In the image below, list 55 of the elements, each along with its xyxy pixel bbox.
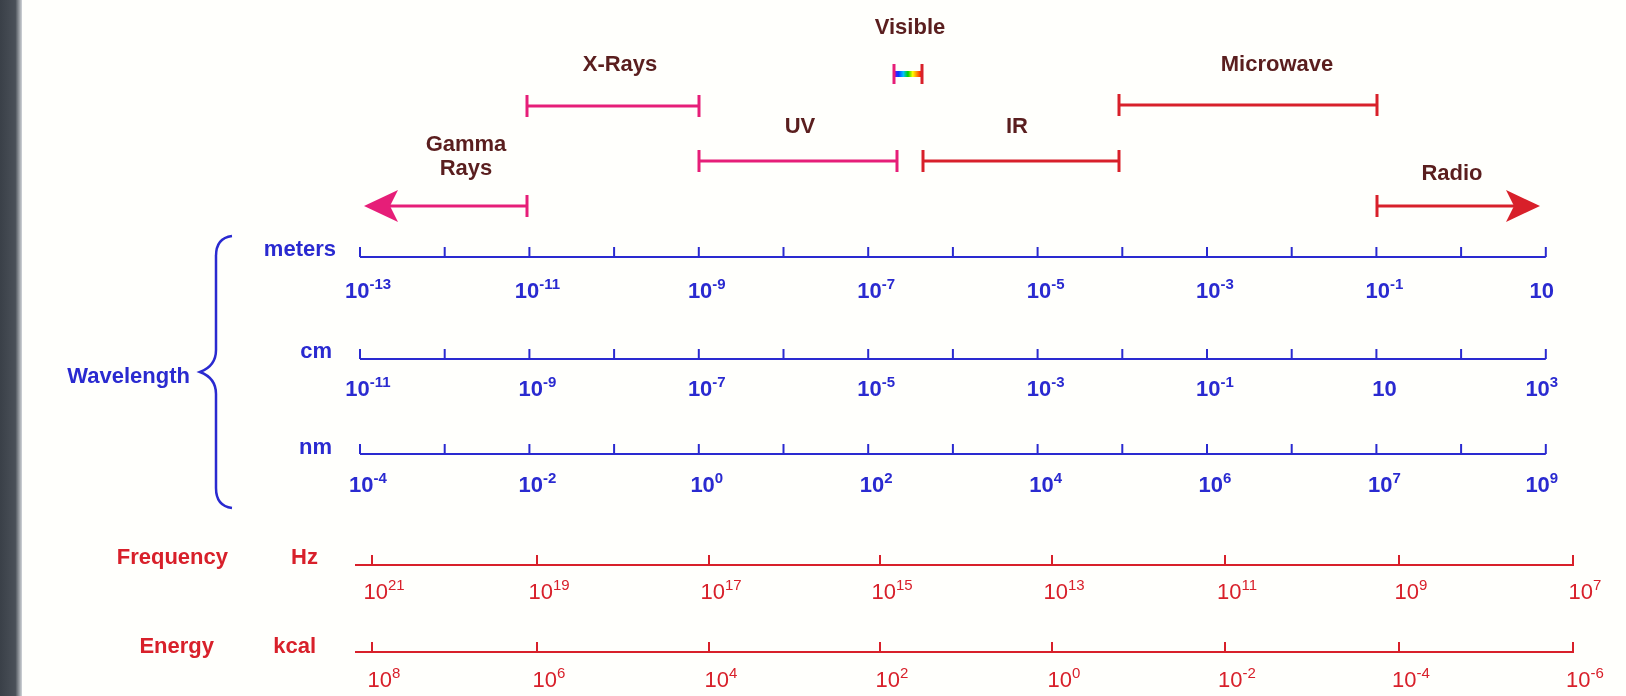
tick-label: 10$^{-3}$ [1196,278,1234,304]
tick-label: 10$^{4}$ [1029,472,1062,498]
tick-label: 10$^{-5}$ [857,376,896,402]
tick-label: 10$^{19}$ [528,579,570,605]
tick-label: 10$^{-13}$ [344,278,392,304]
tick-label: 10$^{9}$ [1394,579,1428,605]
axis-label: kcal [273,633,316,659]
tick-label: 10$^{9}$ [1525,472,1559,498]
tick-label: 10$^{6}$ [532,667,566,693]
tick-label: 10$^{0}$ [1047,667,1081,693]
tick-label: 10$^{21}$ [363,579,405,605]
tick-label: 10$^{7}$ [1368,472,1401,498]
band-label: UV [784,113,816,139]
axis-label: meters [263,236,336,262]
tick-label: 10$^{-5}$ [1026,278,1065,304]
tick-label: 10$^{-1}$ [1196,376,1234,402]
axis-label: Wavelength [67,363,190,389]
tick-label: 10$^{3}$ [1525,376,1559,402]
axis-label: cm [300,338,332,364]
tick-label: 10$^{-1}$ [1365,278,1404,304]
tick-label: 10$^{-2}$ [1218,667,1256,693]
tick-label: 10$^{-6}$ [1566,667,1604,693]
tick-label: 10$^{-11}$ [514,278,561,304]
tick-label: 10$^{15}$ [871,579,913,605]
tick-label: 10 [1372,376,1397,402]
tick-label: 10$^{7}$ [1568,579,1602,605]
tick-label: 10$^{-9}$ [687,278,726,304]
band-label: Visible [874,14,946,40]
tick-label: 10$^{6}$ [1198,472,1232,498]
tick-label: 10$^{-9}$ [518,376,557,402]
tick-label: 10$^{0}$ [690,472,724,498]
tick-label: 10 [1529,278,1555,304]
tick-label: 10$^{-4}$ [349,472,387,498]
tick-label: 10$^{2}$ [859,472,893,498]
tick-label: 10$^{17}$ [700,579,742,605]
tick-label: 10$^{-11}$ [345,376,391,402]
axis-label: Energy [139,633,214,659]
tick-label: 10$^{-7}$ [857,278,896,304]
axis-label: nm [299,434,332,460]
tick-label: 10$^{11}$ [1216,579,1258,605]
tick-label: 10$^{4}$ [704,667,738,693]
tick-label: 10$^{13}$ [1043,579,1085,605]
tick-label: 10$^{-7}$ [687,376,726,402]
band-label: Radio [1421,160,1483,186]
tick-label: 10$^{-2}$ [518,472,557,498]
tick-label: 10$^{8}$ [367,667,401,693]
tick-label: 10$^{-4}$ [1392,667,1430,693]
axis-label: Frequency [116,544,228,570]
band-label: IR [1006,113,1028,139]
axis-label: Hz [291,544,318,570]
band-label: Gamma Rays [424,131,508,181]
band-label: Microwave [1220,51,1334,77]
band-label: X-Rays [582,51,658,77]
tick-label: 10$^{-3}$ [1026,376,1065,402]
tick-label: 10$^{2}$ [875,667,909,693]
